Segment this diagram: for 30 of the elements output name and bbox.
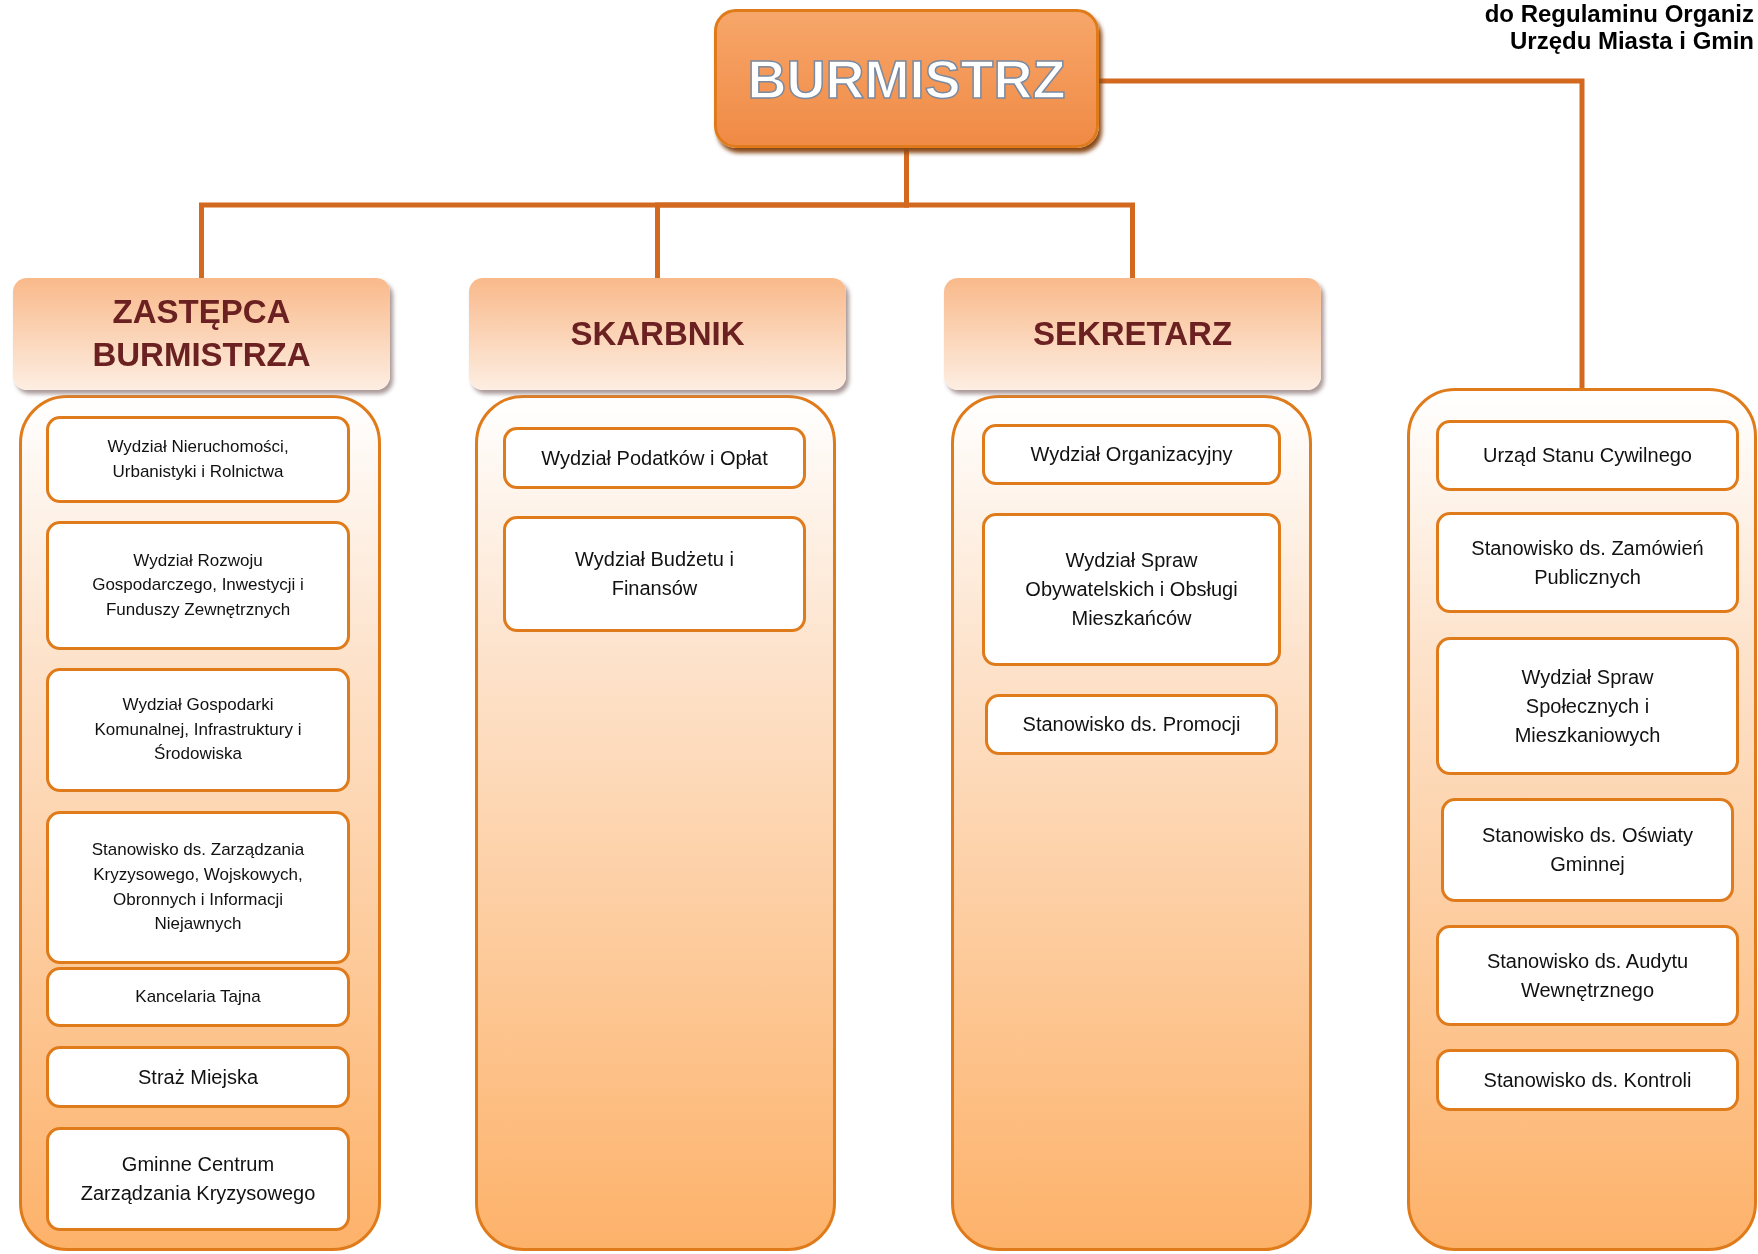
unit-box: Stanowisko ds. Kontroli: [1436, 1049, 1739, 1111]
column-panel: [951, 395, 1312, 1251]
header-note: Urzędu Miasta i Gmin: [1509, 27, 1754, 55]
title-box: BURMISTRZ: [714, 9, 1099, 148]
unit-box: Wydział Nieruchomości, Urbanistyki i Rolnictwa: [46, 416, 350, 503]
connector-line: [1099, 78, 1585, 388]
column-panel: [19, 395, 381, 1251]
unit-box: Wydział Spraw Obywatelskich i Obsługi Mieszkańców: [982, 513, 1281, 666]
unit-box: Wydział Podatków i Opłat: [503, 427, 806, 489]
header-box: SKARBNIK: [469, 278, 846, 390]
header-box: ZASTĘPCA BURMISTRZA: [13, 278, 390, 390]
unit-box: Kancelaria Tajna: [46, 967, 350, 1027]
unit-box: Urząd Stanu Cywilnego: [1436, 420, 1739, 491]
unit-box: Stanowisko ds. Zamówień Publicznych: [1436, 512, 1739, 613]
unit-box: Wydział Rozwoju Gospodarczego, Inwestycji i Funduszy Zewnętrznych: [46, 521, 350, 650]
unit-box: Stanowisko ds. Audytu Wewnętrznego: [1436, 925, 1739, 1026]
unit-box: Stanowisko ds. Oświaty Gminnej: [1441, 798, 1734, 902]
unit-box: Wydział Spraw Społecznych i Mieszkaniowych: [1436, 637, 1739, 775]
unit-box: Stanowisko ds. Zarządzania Kryzysowego, Wojskowych, Obronnych i Informacji Niejawnych: [46, 811, 350, 964]
header-box: SEKRETARZ: [944, 278, 1321, 390]
header-note: do Regulaminu Organiz: [1484, 0, 1754, 28]
unit-box: Stanowisko ds. Promocji: [985, 694, 1278, 755]
unit-box: Straż Miejska: [46, 1046, 350, 1108]
column-panel: [1407, 388, 1757, 1251]
unit-box: Wydział Organizacyjny: [982, 424, 1281, 485]
unit-box: Gminne Centrum Zarządzania Kryzysowego: [46, 1127, 350, 1231]
unit-box: Wydział Budżetu i Finansów: [503, 516, 806, 632]
connector-line: [904, 148, 1135, 278]
column-panel: [475, 395, 836, 1251]
unit-box: Wydział Gospodarki Komunalnej, Infrastruktury i Środowiska: [46, 668, 350, 792]
